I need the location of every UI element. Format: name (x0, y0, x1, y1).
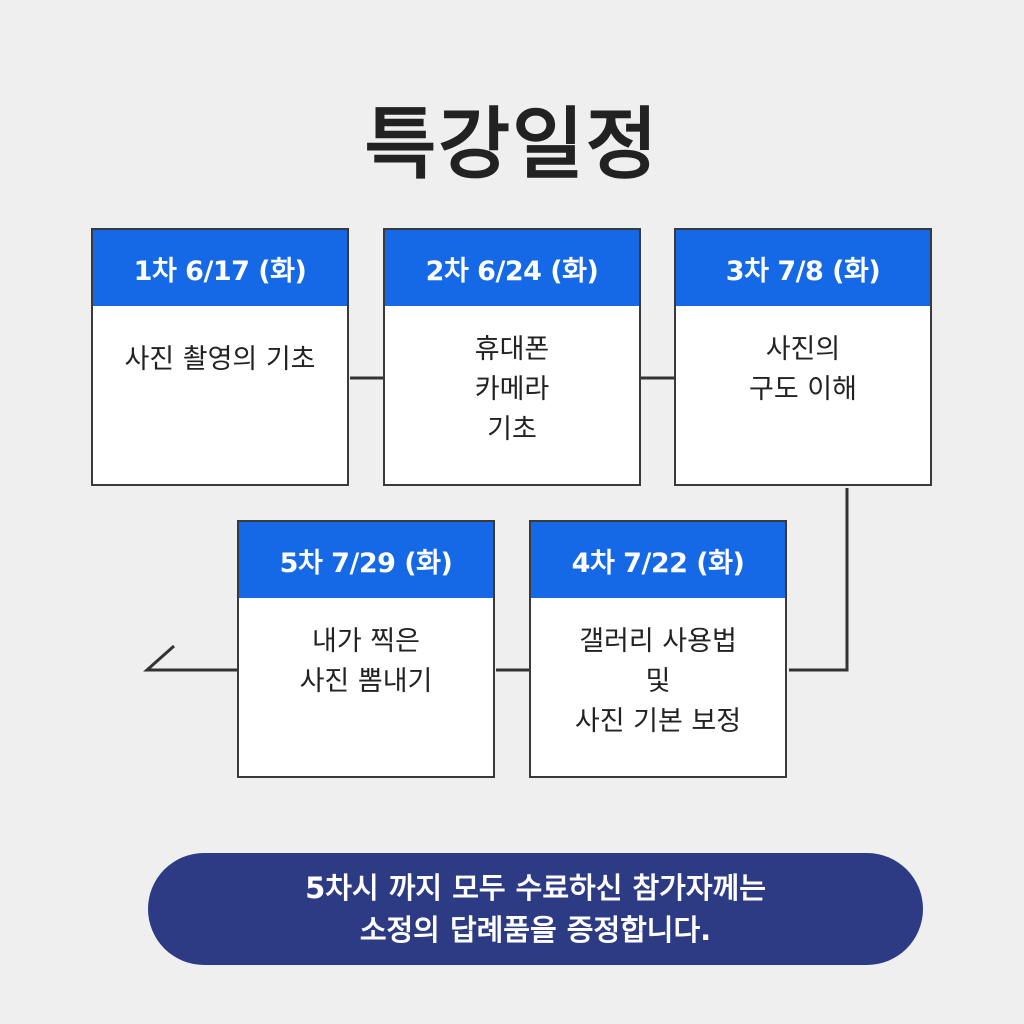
session-header: 4차 7/22 (화) (531, 522, 785, 598)
session-header: 1차 6/17 (화) (93, 230, 347, 306)
session-topic: 내가 찍은 사진 뽐내기 (299, 626, 433, 697)
notice-line-2: 소정의 답례품을 증정합니다. (359, 913, 712, 947)
notice-line-1: 5차시 까지 모두 수료하신 참가자께는 (305, 871, 766, 905)
connector-5-arrow (143, 644, 237, 672)
session-topic: 사진의 구도 이해 (749, 334, 857, 405)
session-header: 3차 7/8 (화) (676, 230, 930, 306)
session-topic: 사진 촬영의 기초 (124, 344, 316, 375)
session-header: 2차 6/24 (화) (385, 230, 639, 306)
session-card-5: 5차 7/29 (화) 내가 찍은 사진 뽐내기 (237, 520, 495, 778)
connector-3-4 (789, 488, 849, 672)
session-card-2: 2차 6/24 (화) 휴대폰 카메라 기초 (383, 228, 641, 486)
session-topic: 휴대폰 카메라 기초 (474, 334, 550, 445)
session-card-1: 1차 6/17 (화) 사진 촬영의 기초 (91, 228, 349, 486)
session-header: 5차 7/29 (화) (239, 522, 493, 598)
notice-banner: 5차시 까지 모두 수료하신 참가자께는 소정의 답례품을 증정합니다. (148, 853, 923, 965)
session-card-3: 3차 7/8 (화) 사진의 구도 이해 (674, 228, 932, 486)
session-topic: 갤러리 사용법 및 사진 기본 보정 (574, 626, 742, 737)
page-title: 특강일정 (364, 100, 660, 190)
session-card-4: 4차 7/22 (화) 갤러리 사용법 및 사진 기본 보정 (529, 520, 787, 778)
